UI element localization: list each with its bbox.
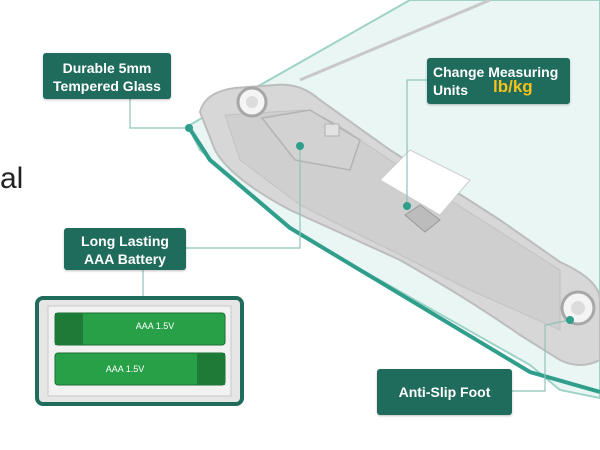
battery-latch <box>324 123 340 137</box>
callout-battery-line1: Long Lasting <box>81 233 169 249</box>
callout-line-battery <box>186 146 301 249</box>
callout-battery-line2: AAA Battery <box>84 251 166 267</box>
callout-glass-line1: Durable 5mm <box>62 60 152 76</box>
callout-measuring-units: Change Measuring Units lb/kg <box>427 58 570 104</box>
battery-bottom-label: AAA 1.5V <box>106 364 145 374</box>
callout-units-value: lb/kg <box>493 77 533 96</box>
callout-units-line1: Change Measuring <box>433 64 559 80</box>
battery-cover <box>260 109 361 171</box>
callout-line-foot <box>512 319 571 392</box>
callout-units-line2: Units <box>433 82 468 98</box>
spec-sticker <box>379 149 471 216</box>
callout-glass-line2: Tempered Glass <box>53 78 161 94</box>
callout-foot-label: Anti-Slip Foot <box>398 384 491 400</box>
callout-anti-slip-foot: Anti-Slip Foot <box>377 369 512 415</box>
glass-edge <box>186 124 600 394</box>
glass-rail <box>299 0 491 82</box>
callout-aaa-battery: Long Lasting AAA Battery <box>64 228 186 270</box>
battery-top-label: AAA 1.5V <box>136 321 175 331</box>
callout-line-glass <box>129 99 188 129</box>
unit-switch <box>404 204 441 233</box>
callout-tempered-glass: Durable 5mm Tempered Glass <box>43 53 171 99</box>
callout-line-units <box>406 79 427 205</box>
cropped-heading-text: al <box>0 162 24 195</box>
